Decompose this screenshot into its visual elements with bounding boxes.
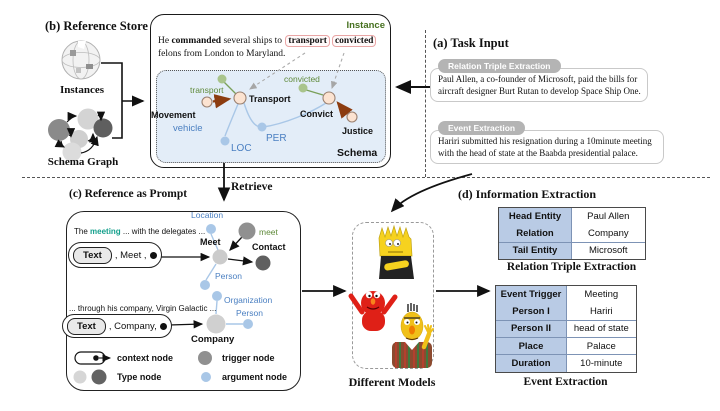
- label-justice: Justice: [342, 126, 374, 136]
- legend-context-node: context node: [117, 353, 174, 363]
- prompt-context-1: The meeting ... with the delegates ...: [74, 227, 205, 236]
- label-person: Person: [215, 271, 242, 281]
- table-key: Head Entity: [499, 208, 571, 225]
- label-convict-event: Convict: [300, 109, 334, 119]
- table-row: Event Trigger Meeting: [496, 286, 636, 303]
- sentence-part: several ships to: [221, 36, 285, 46]
- sentence-part: He: [158, 36, 172, 46]
- label-convicted-trigger: convicted: [284, 74, 320, 84]
- task-text-line: aircraft designer Burt Rutan to develop …: [438, 86, 641, 96]
- task-text-line: with the head of state at the Baabda pre…: [438, 148, 638, 158]
- different-models-box: [352, 222, 434, 369]
- task-text-line: Hariri submitted his resignation during …: [438, 136, 652, 146]
- schema-graph-icon: [48, 108, 113, 162]
- event-extraction-badge: Event Extraction: [438, 121, 526, 135]
- panel-d-title: (d) Information Extraction: [458, 187, 596, 201]
- event-table-caption: Event Extraction: [523, 376, 608, 388]
- highlight-convicted: convicted: [331, 35, 377, 47]
- relation-triple-table: Head Entity Paul Allen Relation Company …: [498, 207, 646, 261]
- context-pill-meet: Text , Meet ,: [68, 242, 162, 268]
- table-row: Tail Entity Microsoft: [499, 242, 645, 260]
- legend-argument-node: argument node: [222, 372, 288, 382]
- pill-suffix: , Company,: [108, 320, 157, 332]
- table-row: Person I Hariri: [496, 303, 636, 320]
- relation-table-caption: Relation Triple Extraction: [506, 261, 637, 273]
- panel-a-title: (a) Task Input: [433, 36, 509, 50]
- legend-trigger-node: trigger node: [222, 353, 275, 363]
- label-per: PER: [266, 133, 287, 144]
- relation-triple-extraction-badge: Relation Triple Extraction: [438, 59, 561, 73]
- table-value: head of state: [566, 320, 636, 338]
- table-key: Tail Entity: [499, 242, 571, 260]
- table-value: Company: [571, 225, 645, 242]
- prompt-context-2: ... through his company, Virgin Galactic…: [69, 304, 217, 313]
- task-input-box-event: Hariri submitted his resignation during …: [430, 130, 664, 164]
- sentence-bold-commanded: commanded: [171, 36, 222, 46]
- wikipedia-globe-icon: [61, 40, 101, 80]
- table-key: Duration: [496, 355, 566, 372]
- table-value: Meeting: [566, 286, 636, 303]
- panel-b-title: (b) Reference Store: [45, 19, 148, 33]
- label-movement: Movement: [151, 110, 196, 120]
- label-transport-trigger: transport: [190, 85, 224, 95]
- context-node-dot: [159, 322, 167, 330]
- label-contact: Contact: [252, 242, 286, 252]
- table-value: Paul Allen: [571, 208, 645, 225]
- table-key: Event Trigger: [496, 286, 566, 303]
- table-key: Place: [496, 337, 566, 355]
- vertical-divider: [425, 30, 426, 177]
- table-value: 10-minute: [566, 355, 636, 372]
- schema-graph-label: Schema Graph: [47, 156, 119, 168]
- table-row: Place Palace: [496, 337, 636, 355]
- horizontal-divider: [22, 177, 710, 178]
- table-row: Relation Company: [499, 225, 645, 242]
- context-part: The: [74, 227, 91, 236]
- retrieve-label: Retrieve: [231, 181, 273, 193]
- table-key: Person II: [496, 320, 566, 338]
- label-location: Location: [191, 210, 224, 220]
- label-organization: Organization: [224, 295, 273, 305]
- label-loc: LOC: [231, 143, 252, 154]
- legend-type-node: Type node: [117, 372, 162, 382]
- table-row: Duration 10-minute: [496, 355, 636, 372]
- table-key: Person I: [496, 303, 566, 320]
- pill-suffix: , Meet ,: [114, 249, 147, 261]
- context-highlight-meeting: meeting: [90, 227, 121, 236]
- instances-label: Instances: [59, 84, 104, 96]
- label-person2: Person: [236, 308, 263, 318]
- different-models-label: Different Models: [348, 375, 436, 389]
- table-value: Palace: [566, 337, 636, 355]
- label-meet-trigger: meet: [259, 227, 278, 237]
- schema-tag: Schema: [337, 147, 378, 159]
- label-transport-event: Transport: [249, 94, 291, 104]
- reference-store-bracket-arrow: [101, 62, 145, 139]
- context-pill-company: Text , Company,: [62, 314, 172, 338]
- task-text-line: Paul Allen, a co-founder of Microsoft, p…: [438, 74, 638, 84]
- label-meet-type: Meet: [200, 237, 221, 247]
- task-input-box-relation: Paul Allen, a co-founder of Microsoft, p…: [430, 68, 648, 102]
- table-key: Relation: [499, 225, 571, 242]
- label-company: Company: [191, 334, 235, 345]
- highlight-transport: transport: [285, 35, 330, 47]
- text-button: Text: [67, 317, 106, 335]
- text-button: Text: [73, 246, 112, 264]
- sentence-part: felons from London to Maryland.: [158, 49, 286, 59]
- label-vehicle: vehicle: [173, 123, 203, 134]
- table-row: Person II head of state: [496, 320, 636, 338]
- panel-c-title: (c) Reference as Prompt: [69, 188, 188, 200]
- context-part: ... with the delegates ...: [120, 227, 206, 236]
- context-node-dot: [149, 251, 157, 259]
- table-value: Hariri: [566, 303, 636, 320]
- event-extraction-table: Event Trigger Meeting Person I Hariri Pe…: [495, 285, 637, 373]
- table-value: Microsoft: [571, 242, 645, 260]
- instance-tag: Instance: [346, 20, 385, 31]
- table-row: Head Entity Paul Allen: [499, 208, 645, 225]
